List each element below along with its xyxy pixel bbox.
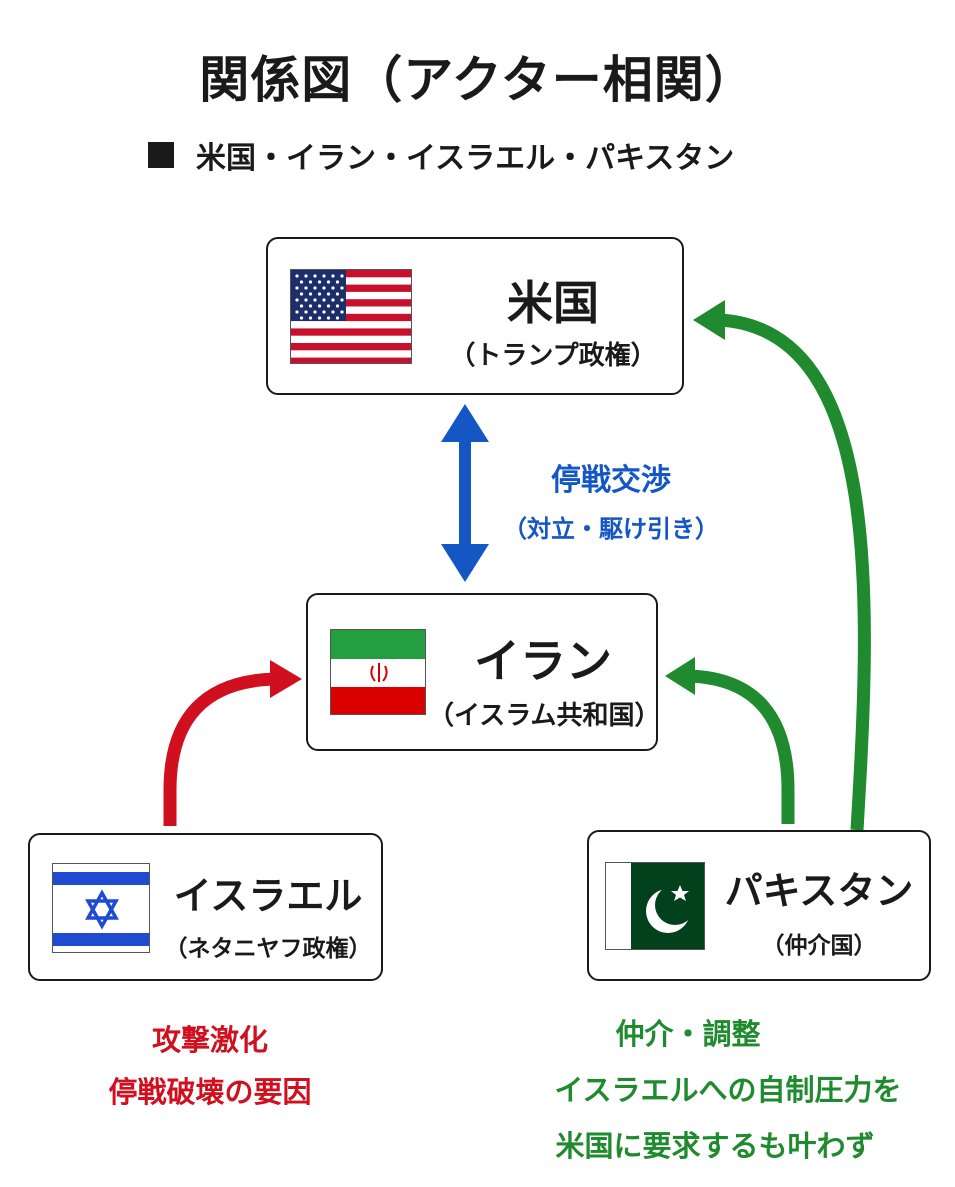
us-flag-icon bbox=[290, 269, 412, 364]
pakistan-note-line1: 仲介・調整 bbox=[615, 1017, 761, 1051]
pakistan-note-line3: 米国に要求するも叶わず bbox=[555, 1129, 875, 1163]
edge-label-line1: 停戦交渉 bbox=[551, 463, 671, 498]
israel-to-iran-arrow bbox=[163, 660, 302, 826]
pakistan-to-usa-arrow bbox=[693, 300, 871, 831]
pakistan-node: パキスタン （仲介国） bbox=[587, 830, 931, 981]
diagram-title: 関係図（アクター相関） bbox=[199, 51, 756, 109]
israel-node-subtitle: （ネタニヤフ政権） bbox=[164, 936, 372, 962]
pakistan-note: 仲介・調整 イスラエルへの自制圧力を 米国に要求するも叶わず bbox=[508, 1006, 948, 1174]
pakistan-node-name: パキスタン bbox=[724, 869, 914, 913]
israel-node-name: イスラエル bbox=[173, 874, 363, 918]
diagram-subtitle: 米国・イラン・イスラエル・パキスタン bbox=[148, 133, 734, 177]
pakistan-flag-icon bbox=[605, 862, 705, 950]
usa-iran-double-arrow bbox=[441, 404, 489, 582]
pakistan-to-iran-arrow bbox=[665, 657, 795, 824]
subtitle-text: 米国・イラン・イスラエル・パキスタン bbox=[196, 141, 735, 176]
israel-node: イスラエル （ネタニヤフ政権） bbox=[28, 833, 383, 981]
usa-node-name: 米国 bbox=[507, 276, 599, 330]
square-bullet-icon bbox=[148, 142, 174, 168]
pakistan-node-subtitle: （仲介国） bbox=[761, 933, 877, 959]
usa-node: 米国 （トランプ政権） bbox=[266, 237, 684, 395]
iran-node-subtitle: （イスラム共和国） bbox=[428, 701, 661, 731]
usa-node-subtitle: （トランプ政権） bbox=[449, 341, 657, 371]
israel-flag-icon bbox=[52, 863, 150, 953]
edge-label-line2: （対立・駆け引き） bbox=[503, 515, 719, 543]
israel-note: 攻撃激化 停戦破壊の要因 bbox=[60, 1014, 360, 1118]
pakistan-note-line2: イスラエルへの自制圧力を bbox=[554, 1073, 902, 1107]
iran-flag-icon bbox=[330, 629, 426, 715]
usa-iran-edge-label: 停戦交渉 （対立・駆け引き） bbox=[495, 462, 727, 548]
israel-note-line1: 攻撃激化 bbox=[151, 1023, 268, 1057]
iran-node: イラン （イスラム共和国） bbox=[306, 593, 661, 751]
israel-note-line2: 停戦破壊の要因 bbox=[108, 1075, 312, 1109]
iran-node-name: イラン bbox=[474, 634, 612, 688]
